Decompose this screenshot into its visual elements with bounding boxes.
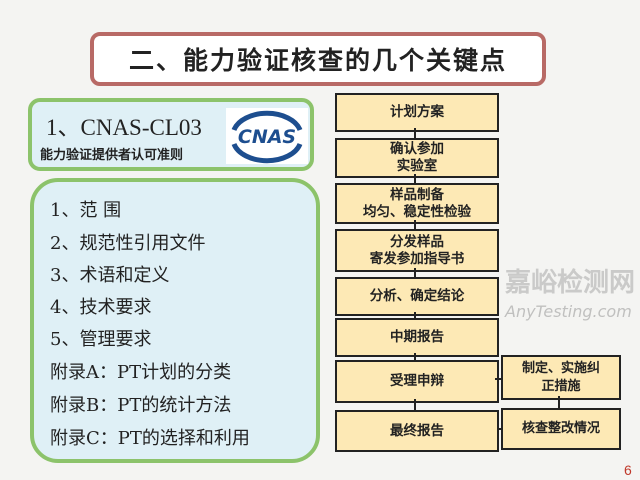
flow-arrow <box>414 128 416 138</box>
flow-arrow <box>414 399 416 410</box>
flow-step-text: 受理申辩 <box>390 373 444 389</box>
flow-step-text: 最终报告 <box>390 422 444 439</box>
flow-step: 样品制备均匀、稳定性检验 <box>335 183 499 224</box>
flow-step: 分析、确定结论 <box>335 277 499 316</box>
flow-step-text: 分发样品 <box>390 233 444 250</box>
standard-name: 能力验证提供者认可准则 <box>40 148 184 163</box>
flow-step-text: 中期报告 <box>390 329 444 345</box>
flow-step-text: 样品制备 <box>390 186 444 203</box>
contents-item: 附录A：PT计划的分类 <box>50 362 232 383</box>
flow-arrow <box>414 312 416 318</box>
flow-step: 受理申辩 <box>335 360 499 403</box>
flow-step: 最终报告 <box>335 410 499 452</box>
flow-step-text: 确认参加 <box>390 141 444 157</box>
cnas-logo: CNAS <box>226 108 308 164</box>
flow-arrow <box>414 353 416 360</box>
flow-arrow <box>558 396 560 408</box>
watermark: 嘉峪检测网 <box>505 268 636 298</box>
flow-step: 中期报告 <box>335 318 499 357</box>
slide-title: 二、能力验证核查的几个关键点 <box>90 32 546 86</box>
contents-item: 5、管理要求 <box>50 329 152 350</box>
contents-item: 1、范 围 <box>50 200 122 221</box>
flow-step-text: 均匀、稳定性检验 <box>363 203 471 220</box>
flow-arrow <box>414 220 416 229</box>
contents-panel: 1、范 围 2、规范性引用文件 3、术语和定义 4、技术要求 5、管理要求附录A：PT计… <box>30 178 320 463</box>
flow-arrow <box>495 378 501 380</box>
flow-arrow <box>414 174 416 183</box>
side-flow-step: 核查整改情况 <box>501 408 621 450</box>
flow-step-text: 制定、实施纠 <box>521 360 600 376</box>
standard-panel: 1、CNAS-CL03 能力验证提供者认可准则 CNAS <box>28 98 314 171</box>
svg-text:CNAS: CNAS <box>238 126 296 148</box>
watermark-url: AnyTesting.com <box>505 302 632 321</box>
contents-item: 附录B：PT的统计方法 <box>50 395 232 416</box>
flow-step-text: 正措施 <box>541 378 581 394</box>
flow-step-text: 计划方案 <box>390 104 444 120</box>
flow-arrow <box>497 428 501 430</box>
flow-step-text: 寄发参加指导书 <box>369 250 465 267</box>
contents-item: 3、术语和定义 <box>50 265 170 286</box>
flow-step-text: 实验室 <box>396 158 438 174</box>
contents-item: 2、规范性引用文件 <box>50 233 206 254</box>
side-flow-step: 制定、实施纠正措施 <box>501 355 621 400</box>
flow-step: 分发样品寄发参加指导书 <box>335 229 499 272</box>
flow-step: 计划方案 <box>335 93 499 132</box>
contents-item: 附录C：PT的选择和利用 <box>50 428 250 449</box>
page-number: 6 <box>624 462 632 478</box>
flow-step: 确认参加实验室 <box>335 138 499 178</box>
contents-item: 4、技术要求 <box>50 297 152 318</box>
flow-step-text: 分析、确定结论 <box>369 288 465 304</box>
flow-arrow <box>414 268 416 277</box>
standard-code: 1、CNAS-CL03 <box>46 115 202 140</box>
flow-step-text: 核查整改情况 <box>521 421 600 436</box>
